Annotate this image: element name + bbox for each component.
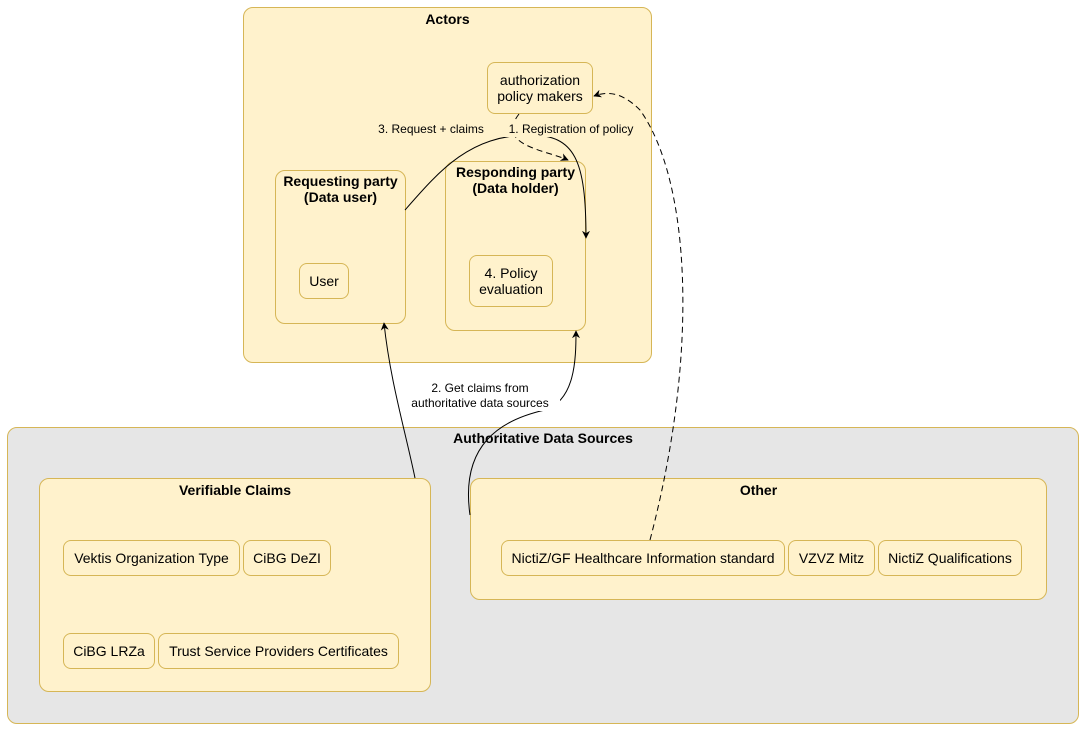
standard-to-policy-edge	[593, 89, 684, 541]
other-container: Other	[470, 478, 1047, 600]
cibg-dezi-node[interactable]: CiBG DeZI	[243, 540, 331, 576]
nictiz-qualifications-node[interactable]: NictiZ Qualifications	[878, 540, 1022, 576]
registration-edge	[512, 113, 569, 161]
requesting-party-container[interactable]: Requesting party (Data user)	[275, 170, 406, 324]
verifiable-claims-title: Verifiable Claims	[178, 482, 292, 498]
vzvz-mitz-node[interactable]: VZVZ Mitz	[788, 540, 875, 576]
requesting-party-title: Requesting party (Data user)	[283, 173, 398, 205]
actors-title: Actors	[425, 11, 470, 27]
responding-party-title: Responding party (Data holder)	[455, 164, 575, 196]
request-label: 3. Request + claims	[371, 122, 491, 137]
responding-party-container[interactable]: Responding party (Data holder)	[445, 161, 586, 331]
get-claims-edge-requesting	[380, 322, 416, 479]
user-node[interactable]: User	[299, 263, 349, 299]
request-edge	[404, 134, 590, 239]
get-claims-edge-responding	[468, 330, 580, 516]
policy-makers-node[interactable]: authorization policy makers	[487, 62, 593, 114]
registration-label: 1. Registration of policy	[500, 122, 642, 137]
cibg-lrza-node[interactable]: CiBG LRZa	[63, 633, 155, 669]
get-claims-label: 2. Get claims from authoritative data so…	[400, 381, 560, 411]
trust-service-providers-node[interactable]: Trust Service Providers Certificates	[158, 633, 399, 669]
authoritative-sources-title: Authoritative Data Sources	[453, 430, 633, 446]
other-title: Other	[739, 482, 778, 498]
policy-evaluation-node[interactable]: 4. Policy evaluation	[469, 255, 553, 307]
vektis-organization-type-node[interactable]: Vektis Organization Type	[63, 540, 240, 576]
nictiz-gf-standard-node[interactable]: NictiZ/GF Healthcare Information standar…	[501, 540, 785, 576]
